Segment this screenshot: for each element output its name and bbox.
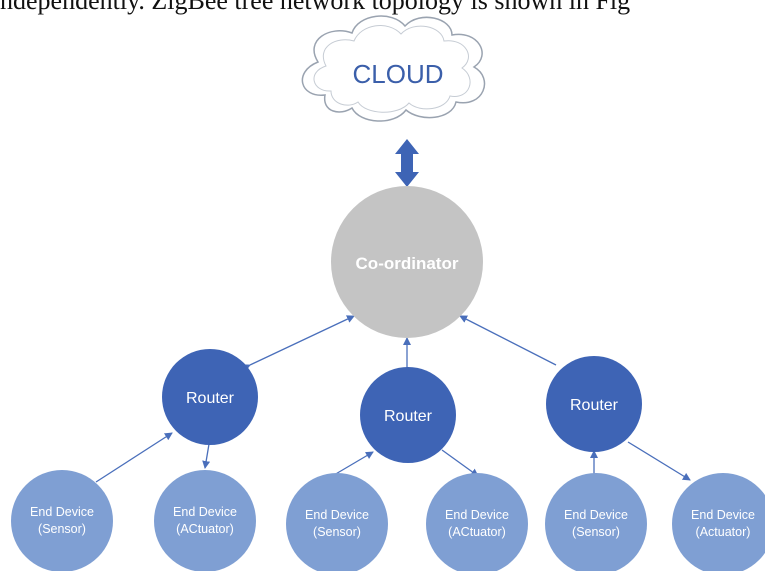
end-device-3-type: (Sensor) xyxy=(313,525,361,539)
end-device-1-title: End Device xyxy=(30,505,94,519)
end-device-node-2 xyxy=(154,470,256,571)
link-router-3-actuator xyxy=(627,441,691,481)
end-device-1-type: (Sensor) xyxy=(38,522,86,536)
router-node-1 xyxy=(162,349,258,445)
link-router-1-actuator xyxy=(202,443,211,469)
network-links xyxy=(95,315,691,483)
link-router-2-sensor xyxy=(333,451,374,476)
link-coordinator-router-3 xyxy=(459,315,557,366)
link-router-1-sensor xyxy=(95,432,173,483)
cloud-coordinator-arrow xyxy=(395,139,419,187)
router-label-2: Router xyxy=(384,408,433,425)
end-device-5-title: End Device xyxy=(564,508,628,522)
end-device-4-title: End Device xyxy=(445,508,509,522)
link-coordinator-router-1 xyxy=(241,315,355,372)
end-device-6-type: (Actuator) xyxy=(696,525,751,539)
end-device-node-4 xyxy=(426,473,528,571)
end-device-node-1 xyxy=(11,470,113,571)
end-device-node-3 xyxy=(286,473,388,571)
end-device-node-6 xyxy=(672,473,765,571)
end-device-node-5 xyxy=(545,473,647,571)
cloud-shape xyxy=(301,15,486,122)
end-device-2-type: (ACtuator) xyxy=(176,522,234,536)
end-device-2-title: End Device xyxy=(173,505,237,519)
end-device-3-title: End Device xyxy=(305,508,369,522)
coordinator-node xyxy=(331,186,483,338)
coordinator-label: Co-ordinator xyxy=(356,254,459,273)
caption-text: ndependently. ZigBee tree network topolo… xyxy=(0,0,631,15)
router-node-2 xyxy=(360,367,456,463)
router-label-1: Router xyxy=(186,390,235,407)
end-device-5-type: (Sensor) xyxy=(572,525,620,539)
end-device-6-title: End Device xyxy=(691,508,755,522)
link-router-2-actuator xyxy=(441,449,479,477)
router-label-3: Router xyxy=(570,397,619,414)
router-node-3 xyxy=(546,356,642,452)
end-device-4-type: (ACtuator) xyxy=(448,525,506,539)
cloud-label: CLOUD xyxy=(352,59,443,89)
